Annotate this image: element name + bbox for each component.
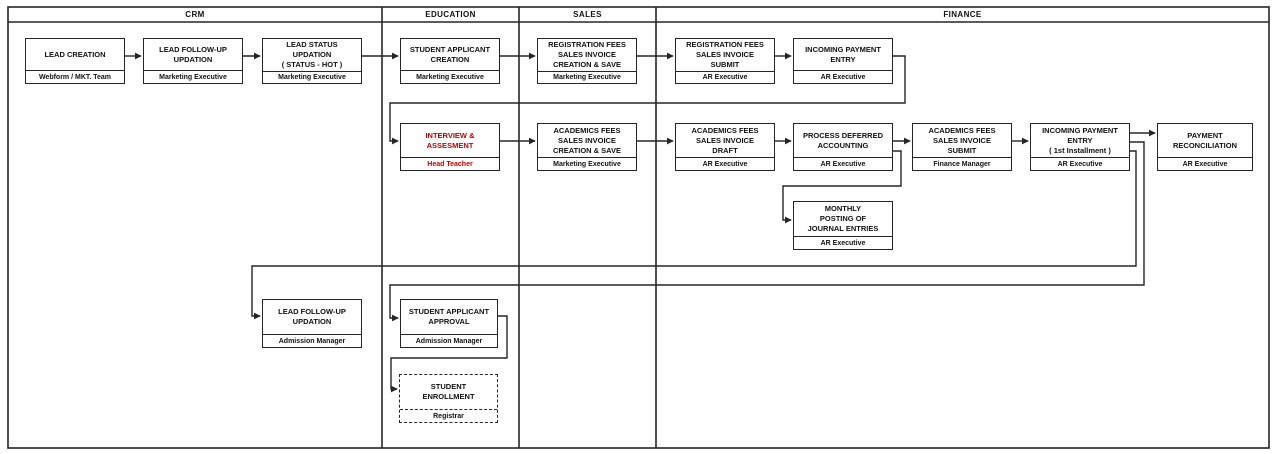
node-title: LEAD FOLLOW-UP UPDATION — [278, 307, 346, 326]
node-role: Marketing Executive — [263, 71, 361, 83]
node-registration-fees-submit: REGISTRATION FEES SALES INVOICE SUBMIT A… — [675, 38, 775, 84]
node-interview-assesment: INTERVIEW & ASSESMENT Head Teacher — [400, 123, 500, 171]
swimlane-frame — [7, 6, 1270, 449]
edge-approval-to-enrollment — [390, 315, 508, 393]
node-title: INCOMING PAYMENT ENTRY — [805, 44, 881, 64]
node-incoming-payment-entry-1st-installment: INCOMING PAYMENT ENTRY ( 1st Installment… — [1030, 123, 1130, 171]
node-role: Head Teacher — [401, 157, 499, 170]
node-lead-followup-marketing: LEAD FOLLOW-UP UPDATION Marketing Execut… — [143, 38, 243, 84]
node-academics-fees-submit: ACADEMICS FEES SALES INVOICE SUBMIT Fina… — [912, 123, 1012, 171]
node-title: INTERVIEW & ASSESMENT — [425, 130, 475, 150]
node-role: Registrar — [400, 409, 497, 422]
node-role: Admission Manager — [401, 334, 497, 347]
node-title: ACADEMICS FEES SALES INVOICE DRAFT — [691, 125, 759, 155]
node-academics-fees-creation-save: ACADEMICS FEES SALES INVOICE CREATION & … — [537, 123, 637, 171]
connectors — [125, 52, 1156, 393]
node-role: AR Executive — [794, 157, 892, 170]
node-role: AR Executive — [794, 236, 892, 249]
node-registration-fees-creation-save: REGISTRATION FEES SALES INVOICE CREATION… — [537, 38, 637, 84]
node-title: INCOMING PAYMENT ENTRY ( 1st Installment… — [1042, 125, 1118, 155]
node-academics-fees-draft: ACADEMICS FEES SALES INVOICE DRAFT AR Ex… — [675, 123, 775, 171]
node-role: Marketing Executive — [144, 70, 242, 83]
node-role: AR Executive — [1031, 157, 1129, 170]
node-student-applicant-creation: STUDENT APPLICANT CREATION Marketing Exe… — [400, 38, 500, 84]
node-title: PROCESS DEFERRED ACCOUNTING — [802, 130, 883, 150]
node-title: LEAD STATUS UPDATION ( STATUS - HOT ) — [281, 40, 343, 69]
lane-header-finance: FINANCE — [943, 10, 982, 19]
edge-incoming2-to-student-approval — [389, 141, 1145, 322]
node-role: Marketing Executive — [401, 70, 499, 83]
node-lead-creation: LEAD CREATION Webform / MKT. Team — [25, 38, 125, 84]
node-monthly-posting-journal-entries: MONTHLY POSTING OF JOURNAL ENTRIES AR Ex… — [793, 201, 893, 250]
node-title: STUDENT APPLICANT CREATION — [409, 44, 491, 64]
node-lead-status-updation: LEAD STATUS UPDATION ( STATUS - HOT ) Ma… — [262, 38, 362, 84]
node-role: Admission Manager — [263, 334, 361, 347]
lane-header-sales: SALES — [573, 10, 602, 19]
lane-header-crm: CRM — [185, 10, 205, 19]
node-payment-reconciliation: PAYMENT RECONCILIATION AR Executive — [1157, 123, 1253, 171]
node-student-enrollment: STUDENT ENROLLMENT Registrar — [399, 374, 498, 423]
node-title: STUDENT ENROLLMENT — [422, 382, 475, 401]
node-title: MONTHLY POSTING OF JOURNAL ENTRIES — [807, 204, 879, 233]
node-process-deferred-accounting: PROCESS DEFERRED ACCOUNTING AR Executive — [793, 123, 893, 171]
node-role: Finance Manager — [913, 157, 1011, 170]
node-title: REGISTRATION FEES SALES INVOICE CREATION… — [548, 40, 626, 69]
node-title: PAYMENT RECONCILIATION — [1172, 130, 1238, 150]
node-role: Marketing Executive — [538, 157, 636, 170]
node-title: STUDENT APPLICANT APPROVAL — [408, 307, 490, 326]
edge-process-deferred-to-monthly-posting — [782, 150, 902, 224]
node-student-applicant-approval: STUDENT APPLICANT APPROVAL Admission Man… — [400, 299, 498, 348]
node-title: ACADEMICS FEES SALES INVOICE CREATION & … — [552, 125, 622, 155]
node-lead-followup-admission: LEAD FOLLOW-UP UPDATION Admission Manage… — [262, 299, 362, 348]
node-role: AR Executive — [1158, 157, 1252, 170]
node-incoming-payment-entry: INCOMING PAYMENT ENTRY AR Executive — [793, 38, 893, 84]
edge-incoming1-to-interview — [389, 55, 906, 145]
node-role: Marketing Executive — [538, 71, 636, 83]
node-role: AR Executive — [676, 71, 774, 83]
node-title: LEAD CREATION — [44, 49, 106, 59]
lane-header-education: EDUCATION — [425, 10, 476, 19]
node-role: AR Executive — [794, 70, 892, 83]
node-title: LEAD FOLLOW-UP UPDATION — [159, 44, 227, 64]
edge-incoming2-to-lead-followup2 — [251, 150, 1137, 320]
node-role: AR Executive — [676, 157, 774, 170]
node-title: ACADEMICS FEES SALES INVOICE SUBMIT — [928, 125, 996, 155]
diagram-border — [7, 6, 1270, 449]
node-title: REGISTRATION FEES SALES INVOICE SUBMIT — [686, 40, 764, 69]
node-role: Webform / MKT. Team — [26, 70, 124, 83]
